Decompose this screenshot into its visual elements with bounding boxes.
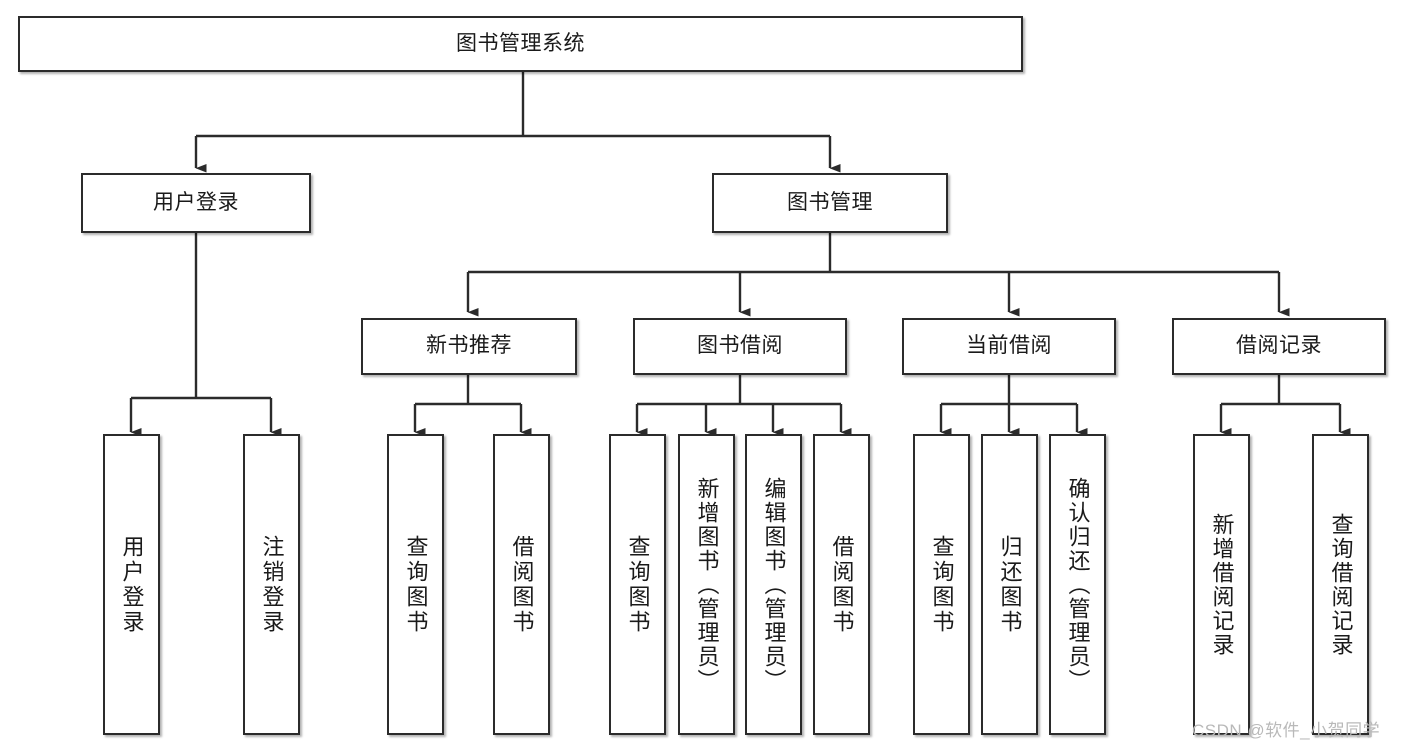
node-label: 查询图书 — [929, 534, 955, 635]
node-label: 图书管理 — [787, 190, 873, 214]
node-label: 用户登录 — [119, 534, 145, 635]
node-label: 编辑图书（管理员） — [761, 476, 787, 693]
node-root-book-management-system[interactable]: 图书管理系统 — [18, 16, 1023, 72]
node-book-borrow[interactable]: 图书借阅 — [633, 318, 847, 375]
node-label: 图书借阅 — [697, 334, 783, 358]
node-label: 确认归还（管理员） — [1065, 476, 1091, 693]
node-label: 查询图书 — [625, 534, 651, 635]
node-label: 新增借阅记录 — [1209, 512, 1235, 657]
leaf-logout[interactable]: 注销登录 — [243, 434, 300, 735]
node-label: 查询借阅记录 — [1328, 512, 1354, 657]
watermark-text: CSDN @软件_小贺同学 — [1192, 721, 1381, 740]
leaf-return-book[interactable]: 归还图书 — [981, 434, 1038, 735]
node-current-borrow[interactable]: 当前借阅 — [902, 318, 1116, 375]
node-label: 图书管理系统 — [456, 31, 585, 55]
leaf-add-borrow-record[interactable]: 新增借阅记录 — [1193, 434, 1250, 735]
leaf-confirm-return-admin[interactable]: 确认归还（管理员） — [1049, 434, 1106, 735]
node-label: 归还图书 — [997, 534, 1023, 635]
node-label: 新书推荐 — [426, 334, 512, 358]
node-user-login[interactable]: 用户登录 — [81, 173, 311, 233]
leaf-query-book-recommend[interactable]: 查询图书 — [387, 434, 444, 735]
node-new-book-recommend[interactable]: 新书推荐 — [361, 318, 577, 375]
leaf-user-login[interactable]: 用户登录 — [103, 434, 160, 735]
node-book-management[interactable]: 图书管理 — [712, 173, 948, 233]
node-label: 查询图书 — [403, 534, 429, 635]
node-label: 当前借阅 — [966, 334, 1052, 358]
node-label: 借阅记录 — [1236, 334, 1322, 358]
leaf-query-book-borrow[interactable]: 查询图书 — [609, 434, 666, 735]
leaf-edit-book-admin[interactable]: 编辑图书（管理员） — [745, 434, 802, 735]
node-label: 注销登录 — [259, 534, 285, 635]
leaf-query-book-current[interactable]: 查询图书 — [913, 434, 970, 735]
node-label: 借阅图书 — [829, 534, 855, 635]
leaf-query-borrow-record[interactable]: 查询借阅记录 — [1312, 434, 1369, 735]
node-label: 新增图书（管理员） — [694, 476, 720, 693]
node-borrow-record[interactable]: 借阅记录 — [1172, 318, 1386, 375]
node-label: 借阅图书 — [509, 534, 535, 635]
leaf-borrow-book-recommend[interactable]: 借阅图书 — [493, 434, 550, 735]
leaf-add-book-admin[interactable]: 新增图书（管理员） — [678, 434, 735, 735]
node-label: 用户登录 — [153, 190, 239, 214]
leaf-borrow-book[interactable]: 借阅图书 — [813, 434, 870, 735]
